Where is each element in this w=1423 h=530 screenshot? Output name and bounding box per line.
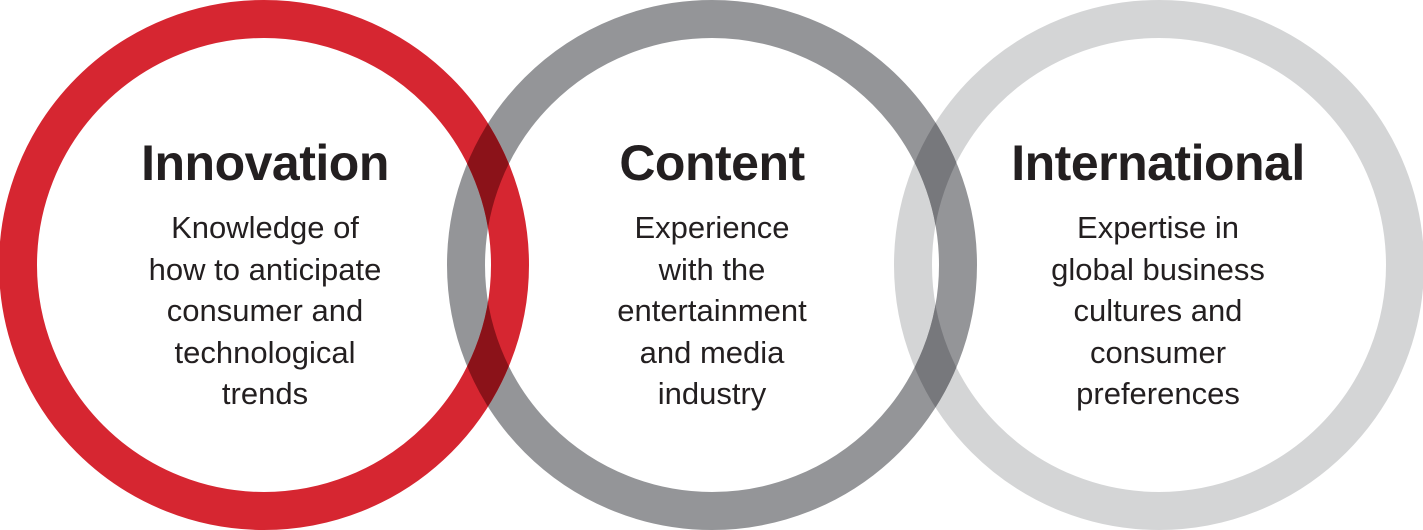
innovation-desc-line: trends bbox=[221, 376, 309, 411]
innovation-desc-line: technological bbox=[174, 334, 356, 370]
international-block: International Expertise in global busine… bbox=[988, 133, 1328, 415]
content-title: Content bbox=[619, 135, 805, 191]
international-desc-line: preferences bbox=[1076, 376, 1240, 411]
content-desc-line: Experience bbox=[634, 210, 790, 245]
innovation-content-overlap bbox=[447, 0, 529, 530]
content-international-overlap bbox=[894, 0, 1423, 530]
innovation-desc-line: Knowledge of bbox=[171, 210, 359, 245]
content-desc-line: industry bbox=[657, 376, 767, 411]
international-desc-line: consumer bbox=[1089, 334, 1227, 370]
content-desc-line: and media bbox=[639, 334, 785, 370]
content-block: Content Experience with the entertainmen… bbox=[542, 133, 882, 415]
innovation-block: Innovation Knowledge of how to anticipat… bbox=[95, 133, 435, 415]
innovation-desc-line: how to anticipate bbox=[148, 251, 382, 287]
international-desc-line: cultures and bbox=[1073, 293, 1243, 328]
content-description: Experience with the entertainment and me… bbox=[542, 207, 882, 415]
international-title: International bbox=[1011, 135, 1305, 191]
content-desc-line: entertainment bbox=[617, 293, 807, 328]
international-desc-line: global business bbox=[1051, 251, 1265, 287]
innovation-description: Knowledge of how to anticipate consumer … bbox=[95, 207, 435, 415]
innovation-title: Innovation bbox=[141, 135, 389, 191]
innovation-ring bbox=[0, 0, 529, 530]
international-description: Expertise in global business cultures an… bbox=[988, 207, 1328, 415]
international-desc-line: Expertise in bbox=[1077, 210, 1239, 245]
innovation-desc-line: consumer and bbox=[166, 293, 364, 328]
content-desc-line: with the bbox=[658, 251, 766, 287]
